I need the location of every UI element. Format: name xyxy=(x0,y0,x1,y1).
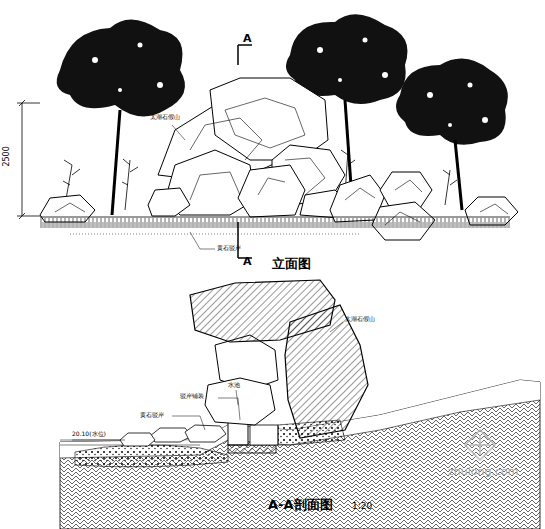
dimension-text: 2500 xyxy=(3,146,12,166)
section-mark: A xyxy=(243,256,252,268)
view-title: 立面图 xyxy=(272,257,311,271)
callout-text: 水池 xyxy=(228,382,240,389)
callout-text: 黄石驳岸 xyxy=(217,245,241,252)
scale-text: 1:20 xyxy=(352,502,372,512)
callout-text: 太湖石假山 xyxy=(345,316,375,323)
level-text: 20.10(水位) xyxy=(72,431,106,438)
view-title: A-A剖面图 xyxy=(268,498,333,512)
callout-text: 驳岸铺装 xyxy=(180,393,204,400)
callout-text: 黄石驳岸 xyxy=(140,412,164,419)
watermark: zhulong.com xyxy=(448,466,518,478)
callout-text: 太湖石假山 xyxy=(150,114,180,121)
section-mark: A xyxy=(243,33,252,45)
